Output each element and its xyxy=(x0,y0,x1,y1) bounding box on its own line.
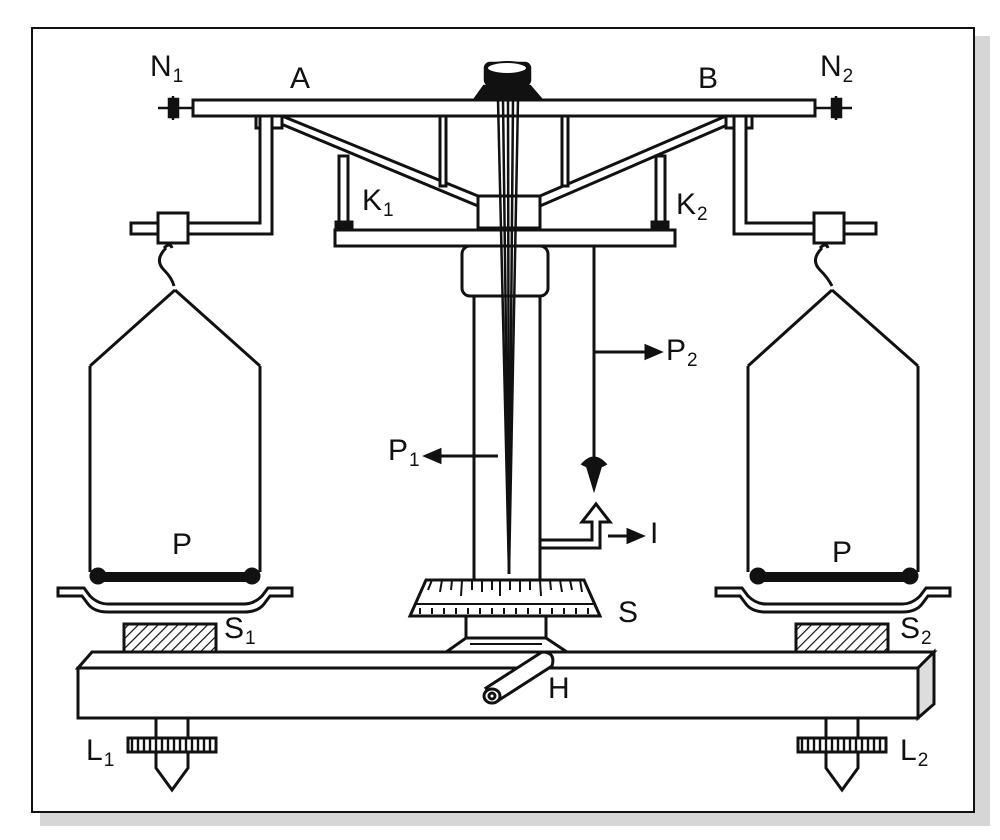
label-n2: N2 xyxy=(820,50,854,87)
label-arrows xyxy=(422,343,664,545)
label-s: S xyxy=(618,596,639,629)
leveling-foot-l2 xyxy=(796,716,888,793)
adjusting-screw-n1 xyxy=(158,96,193,120)
label-k1: K1 xyxy=(362,184,394,221)
right-pan xyxy=(714,243,952,614)
label-s1: S1 xyxy=(224,612,256,649)
label-n1: N1 xyxy=(150,50,184,87)
label-p2: P2 xyxy=(666,334,698,371)
label-b: B xyxy=(698,62,719,95)
left-pan xyxy=(56,243,294,614)
level-indicator xyxy=(538,501,614,550)
right-hanger-arm xyxy=(732,114,878,245)
leveling-foot-l1 xyxy=(126,716,218,793)
label-h: H xyxy=(548,672,570,705)
label-p1: P1 xyxy=(388,434,420,471)
label-a: A xyxy=(290,62,311,95)
label-p-right-pan: P xyxy=(832,536,853,569)
label-s2: S2 xyxy=(900,612,932,649)
top-knob xyxy=(471,61,545,102)
left-hanger-arm xyxy=(129,114,274,245)
label-l1: L1 xyxy=(86,734,115,771)
label-k2: K2 xyxy=(676,188,708,225)
base-plate xyxy=(74,648,938,722)
release-handle xyxy=(482,650,555,705)
pointer-needle xyxy=(496,99,520,575)
label-i: I xyxy=(650,517,659,550)
label-p-left-pan: P xyxy=(172,528,193,561)
adjusting-screw-n2 xyxy=(815,96,852,120)
label-l2: L2 xyxy=(900,734,929,771)
